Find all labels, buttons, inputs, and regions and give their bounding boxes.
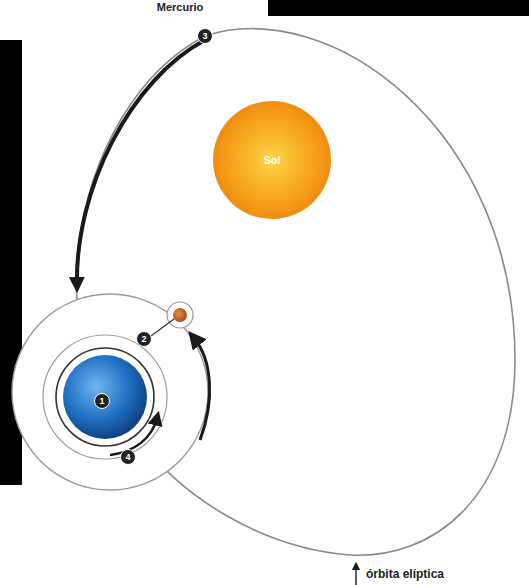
callout-disc xyxy=(95,394,110,409)
orbit-arrow xyxy=(110,418,157,455)
orbit-label: órbita elíptica xyxy=(366,568,444,580)
orbit-ring xyxy=(12,294,208,490)
page-edge xyxy=(268,0,529,16)
callout-number: 3 xyxy=(202,32,207,41)
orbit-ring xyxy=(56,348,154,446)
leader-line xyxy=(151,319,174,336)
transfer-arrow xyxy=(77,40,205,285)
callout-number: 4 xyxy=(125,453,130,462)
callout-number: 2 xyxy=(141,335,146,344)
callout-disc xyxy=(121,450,136,465)
sun-disc xyxy=(213,101,331,219)
sun-label: Sol xyxy=(263,154,280,166)
orbit-ring xyxy=(43,335,167,459)
earth xyxy=(63,355,147,439)
leader-arrow xyxy=(355,566,356,585)
orbit-arrow xyxy=(194,338,210,440)
sun-circle: Sol xyxy=(212,100,332,220)
callout-disc xyxy=(198,29,213,44)
callout-disc xyxy=(137,332,152,347)
orbit-ring xyxy=(167,302,193,328)
small-body xyxy=(173,308,187,322)
callout-number: 1 xyxy=(99,397,104,406)
header-fragment: Mercurio xyxy=(157,2,203,13)
